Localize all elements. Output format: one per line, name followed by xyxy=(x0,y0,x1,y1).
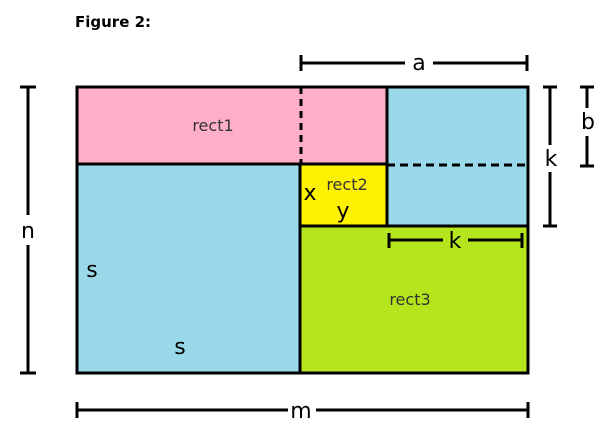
rect3-region xyxy=(300,226,528,373)
label-x: x xyxy=(303,181,316,206)
label-n: n xyxy=(21,219,35,244)
dimension-brackets xyxy=(20,55,594,418)
rect1-region xyxy=(77,87,387,164)
label-s-left: s xyxy=(86,258,97,283)
label-k-right: k xyxy=(545,147,558,172)
figure-title: Figure 2: xyxy=(75,13,151,31)
top-right-square xyxy=(387,87,528,226)
label-b: b xyxy=(581,110,595,135)
rect3-label: rect3 xyxy=(389,290,430,309)
label-a: a xyxy=(412,51,425,76)
rect2-region xyxy=(300,164,387,226)
region-borders xyxy=(75,85,530,375)
rect1-label: rect1 xyxy=(192,116,233,135)
label-k-inner: k xyxy=(449,229,462,254)
label-y: y xyxy=(336,199,349,224)
left-square xyxy=(77,164,300,373)
rect2-label: rect2 xyxy=(326,175,367,194)
label-m: m xyxy=(290,399,311,424)
label-s-bottom: s xyxy=(174,335,185,360)
